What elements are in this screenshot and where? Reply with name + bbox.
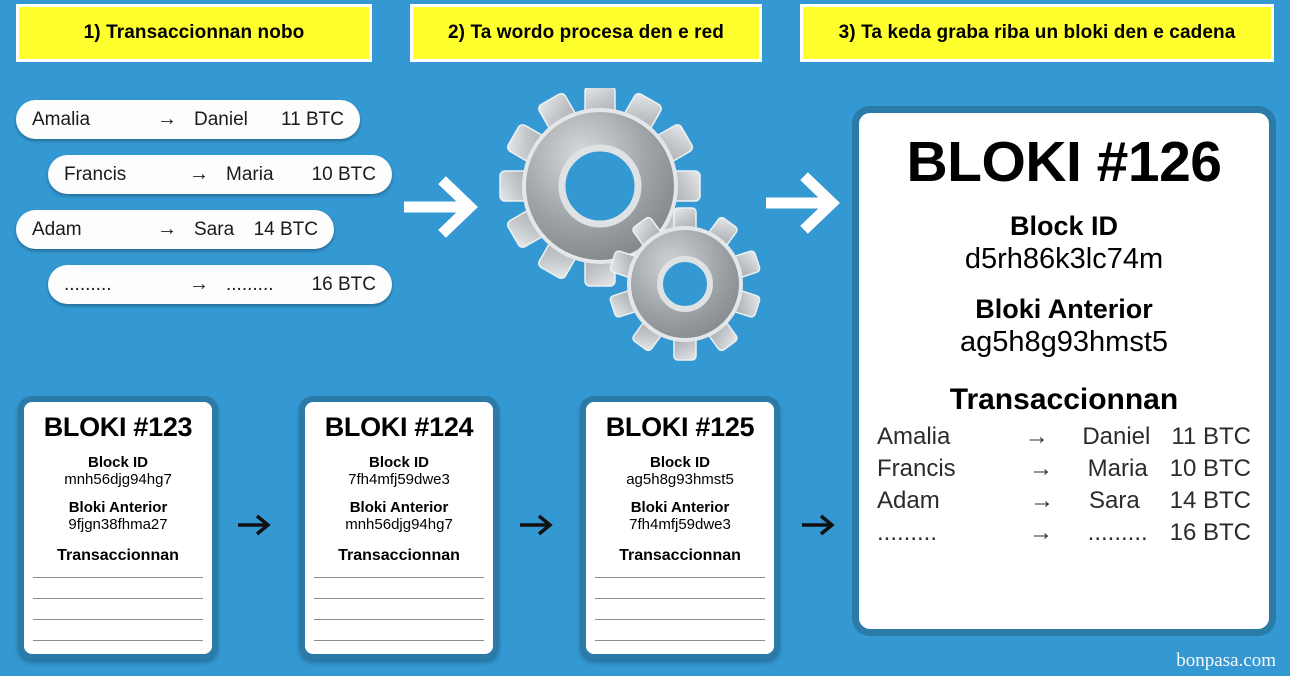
- table-row: Adam → Sara 14 BTC: [877, 485, 1251, 517]
- step-banner-2-label: 2) Ta wordo procesa den e red: [447, 22, 724, 43]
- watermark: bonpasa.com: [1176, 650, 1276, 671]
- right-arrow-icon: [520, 514, 553, 536]
- transaction-amount: 10 BTC: [1169, 454, 1251, 482]
- transaction-pill: Amalia → Daniel 11 BTC: [16, 100, 360, 139]
- transaction-pill: ......... → ......... 16 BTC: [48, 265, 392, 304]
- right-arrow-icon: [404, 176, 478, 238]
- rule-line: [595, 598, 765, 599]
- table-row: Amalia → Daniel 11 BTC: [877, 421, 1251, 453]
- previous-block-value: 9fjgn38fhma27: [68, 516, 168, 533]
- transaction-receiver: .........: [1087, 518, 1148, 546]
- block-id-value: mnh56djg94hg7: [64, 471, 172, 488]
- step-banner-2: 2) Ta wordo procesa den e red: [410, 4, 762, 62]
- previous-block-value: 7fh4mfj59dwe3: [629, 516, 731, 533]
- transaction-receiver: Daniel: [1082, 422, 1151, 450]
- transaction-receiver: Sara: [194, 218, 235, 240]
- transaction-receiver: Maria: [226, 163, 274, 185]
- right-arrow-icon: [238, 514, 271, 536]
- transaction-rule-lines: [33, 577, 203, 641]
- rule-line: [314, 598, 484, 599]
- transactions-label: Transaccionnan: [338, 547, 460, 564]
- rule-line: [33, 619, 203, 620]
- gears-icon: [499, 88, 761, 361]
- block-id-label: Block ID: [87, 454, 148, 471]
- chain-block-card: BLOKI #125 Block ID ag5h8g93hmst5 Bloki …: [580, 396, 780, 660]
- rule-line: [33, 598, 203, 599]
- transaction-amount: 10 BTC: [311, 163, 376, 185]
- transaction-amount: 11 BTC: [280, 108, 344, 130]
- pending-transaction-list: Amalia → Daniel 11 BTC Francis → Maria 1…: [16, 100, 396, 320]
- step-banner-3-label: 3) Ta keda graba riba un bloki den e cad…: [838, 22, 1236, 43]
- previous-block-label: Bloki Anterior: [975, 293, 1153, 324]
- transaction-amount: 16 BTC: [1169, 518, 1251, 546]
- transaction-sender: Francis: [64, 163, 127, 185]
- transaction-rule-lines: [595, 577, 765, 641]
- right-arrow-icon: →: [1028, 454, 1053, 482]
- step-banner-3: 3) Ta keda graba riba un bloki den e cad…: [800, 4, 1274, 62]
- block-title: BLOKI #125: [605, 412, 755, 442]
- right-arrow-icon: [802, 514, 835, 536]
- transaction-receiver: Sara: [1089, 486, 1140, 514]
- right-arrow-icon: →: [157, 218, 177, 240]
- transaction-rule-lines: [314, 577, 484, 641]
- right-arrow-icon: →: [189, 273, 209, 295]
- step-banner-1-label: 1) Transaccionnan nobo: [83, 22, 305, 43]
- featured-block-card: BLOKI #126 Block ID d5rh86k3lc74m Bloki …: [852, 106, 1276, 636]
- transaction-pill: Adam → Sara 14 BTC: [16, 210, 334, 249]
- block-id-label: Block ID: [1009, 210, 1119, 241]
- table-row: ......... → ......... 16 BTC: [877, 517, 1251, 549]
- transactions-label: Transaccionnan: [619, 547, 741, 564]
- block-id-label: Block ID: [649, 454, 710, 471]
- previous-block-label: Bloki Anterior: [349, 499, 449, 516]
- previous-block-label: Bloki Anterior: [68, 499, 168, 516]
- step-banner-1: 1) Transaccionnan nobo: [16, 4, 372, 62]
- rule-line: [314, 619, 484, 620]
- rule-line: [33, 640, 203, 641]
- transaction-amount: 11 BTC: [1171, 422, 1252, 450]
- transactions-label: Transaccionnan: [949, 382, 1179, 416]
- transaction-sender: Amalia: [877, 422, 951, 450]
- previous-block-value: mnh56djg94hg7: [345, 516, 453, 533]
- transaction-sender: .........: [877, 518, 938, 546]
- chain-block-card: BLOKI #124 Block ID 7fh4mfj59dwe3 Bloki …: [299, 396, 499, 660]
- previous-block-label: Bloki Anterior: [630, 499, 730, 516]
- block-id-label: Block ID: [368, 454, 429, 471]
- block-title: BLOKI #124: [324, 412, 474, 442]
- table-row: Francis → Maria 10 BTC: [877, 453, 1251, 485]
- transaction-sender: Adam: [32, 218, 82, 240]
- block-title: BLOKI #123: [43, 412, 193, 442]
- block-id-value: d5rh86k3lc74m: [964, 242, 1164, 275]
- rule-line: [595, 619, 765, 620]
- transaction-sender: Amalia: [32, 108, 91, 130]
- rule-line: [314, 640, 484, 641]
- transaction-sender: Adam: [877, 486, 940, 514]
- transaction-pill: Francis → Maria 10 BTC: [48, 155, 392, 194]
- right-arrow-icon: →: [1030, 486, 1054, 514]
- transactions-label: Transaccionnan: [57, 547, 179, 564]
- right-arrow-icon: [766, 172, 840, 234]
- block-title: BLOKI #126: [906, 130, 1222, 194]
- transaction-sender: .........: [64, 273, 112, 295]
- right-arrow-icon: →: [1028, 518, 1053, 546]
- rule-line: [314, 577, 484, 578]
- block-id-value: ag5h8g93hmst5: [626, 471, 734, 488]
- right-arrow-icon: →: [157, 108, 177, 130]
- transaction-receiver: Maria: [1087, 454, 1148, 482]
- block-id-value: 7fh4mfj59dwe3: [348, 471, 450, 488]
- rule-line: [33, 577, 203, 578]
- right-arrow-icon: →: [1024, 422, 1049, 450]
- rule-line: [595, 640, 765, 641]
- transaction-receiver: .........: [226, 273, 274, 295]
- transaction-sender: Francis: [877, 454, 956, 482]
- previous-block-value: ag5h8g93hmst5: [960, 325, 1168, 358]
- transaction-amount: 14 BTC: [1169, 486, 1251, 514]
- transaction-amount: 16 BTC: [311, 273, 376, 295]
- rule-line: [595, 577, 765, 578]
- transaction-receiver: Daniel: [194, 108, 248, 130]
- right-arrow-icon: →: [189, 163, 209, 185]
- chain-block-card: BLOKI #123 Block ID mnh56djg94hg7 Bloki …: [18, 396, 218, 660]
- transaction-amount: 14 BTC: [253, 218, 318, 240]
